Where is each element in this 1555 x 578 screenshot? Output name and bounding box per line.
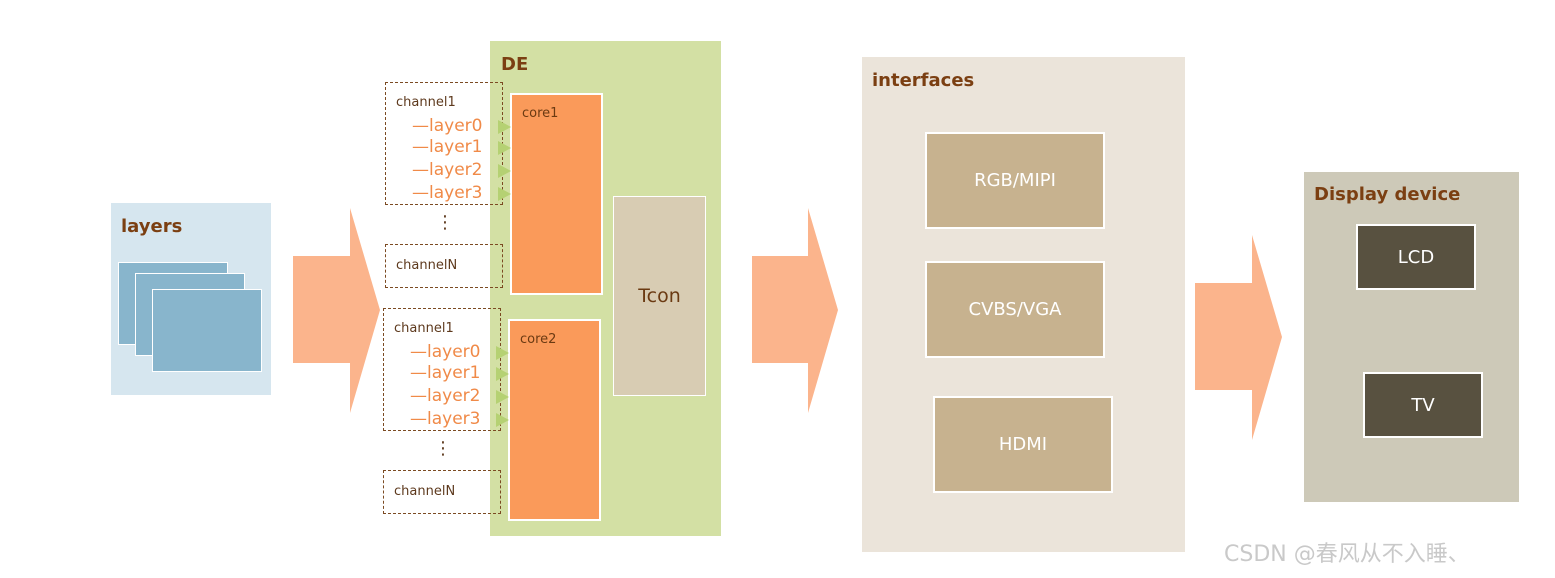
core1-layer0-label: —layer0 bbox=[412, 116, 483, 136]
interface-rgb-mipi: RGB/MIPI bbox=[925, 132, 1105, 229]
layers-panel: layers bbox=[111, 203, 271, 395]
core1-label: core1 bbox=[522, 106, 559, 121]
core2-layer2-arrowhead bbox=[496, 390, 509, 404]
core2-layer3-arrowhead bbox=[496, 413, 509, 427]
core2-layer0-arrowhead bbox=[496, 346, 509, 360]
layer-sheet-front bbox=[152, 289, 262, 372]
display-lcd: LCD bbox=[1356, 224, 1476, 290]
display-device-panel: Display device bbox=[1304, 172, 1519, 502]
core1-channelN-box bbox=[385, 244, 503, 288]
core1-layer1-arrowhead bbox=[498, 141, 511, 155]
display-device-title: Display device bbox=[1314, 184, 1461, 205]
core1-layer1-label: —layer1 bbox=[412, 137, 483, 157]
flow-arrow-de-to-interfaces bbox=[752, 208, 838, 413]
core2-channel1-label: channel1 bbox=[394, 321, 454, 336]
layers-title: layers bbox=[121, 216, 183, 237]
watermark: CSDN @春风从不入睡、 bbox=[1224, 542, 1470, 567]
tcon-block: Tcon bbox=[613, 196, 706, 396]
core1-ellipsis: ⋮ bbox=[436, 212, 454, 233]
core2-layer0-label: —layer0 bbox=[410, 342, 481, 362]
core2-ellipsis: ⋮ bbox=[434, 438, 452, 459]
core1-channelN-label: channelN bbox=[396, 258, 458, 273]
core2-layer1-label: —layer1 bbox=[410, 363, 481, 383]
display-tv: TV bbox=[1363, 372, 1483, 438]
core2-layer1-arrowhead bbox=[496, 367, 509, 381]
core1-layer2-label: —layer2 bbox=[412, 160, 483, 180]
flow-arrow-layers-to-de bbox=[293, 208, 380, 413]
de-title: DE bbox=[501, 54, 529, 75]
core1-layer0-arrowhead bbox=[498, 120, 511, 134]
core2-label: core2 bbox=[520, 332, 557, 347]
flow-arrow-interfaces-to-display bbox=[1195, 235, 1282, 440]
core1-layer3-label: —layer3 bbox=[412, 183, 483, 203]
interface-cvbs-vga: CVBS/VGA bbox=[925, 261, 1105, 358]
interface-hdmi: HDMI bbox=[933, 396, 1113, 493]
core2-layer2-label: —layer2 bbox=[410, 386, 481, 406]
interfaces-title: interfaces bbox=[872, 70, 975, 91]
core2-channelN-box bbox=[383, 470, 501, 514]
core1-channel1-label: channel1 bbox=[396, 95, 456, 110]
core1-block bbox=[510, 93, 603, 295]
core1-layer2-arrowhead bbox=[498, 164, 511, 178]
core2-channelN-label: channelN bbox=[394, 484, 456, 499]
core2-layer3-label: —layer3 bbox=[410, 409, 481, 429]
core1-layer3-arrowhead bbox=[498, 187, 511, 201]
